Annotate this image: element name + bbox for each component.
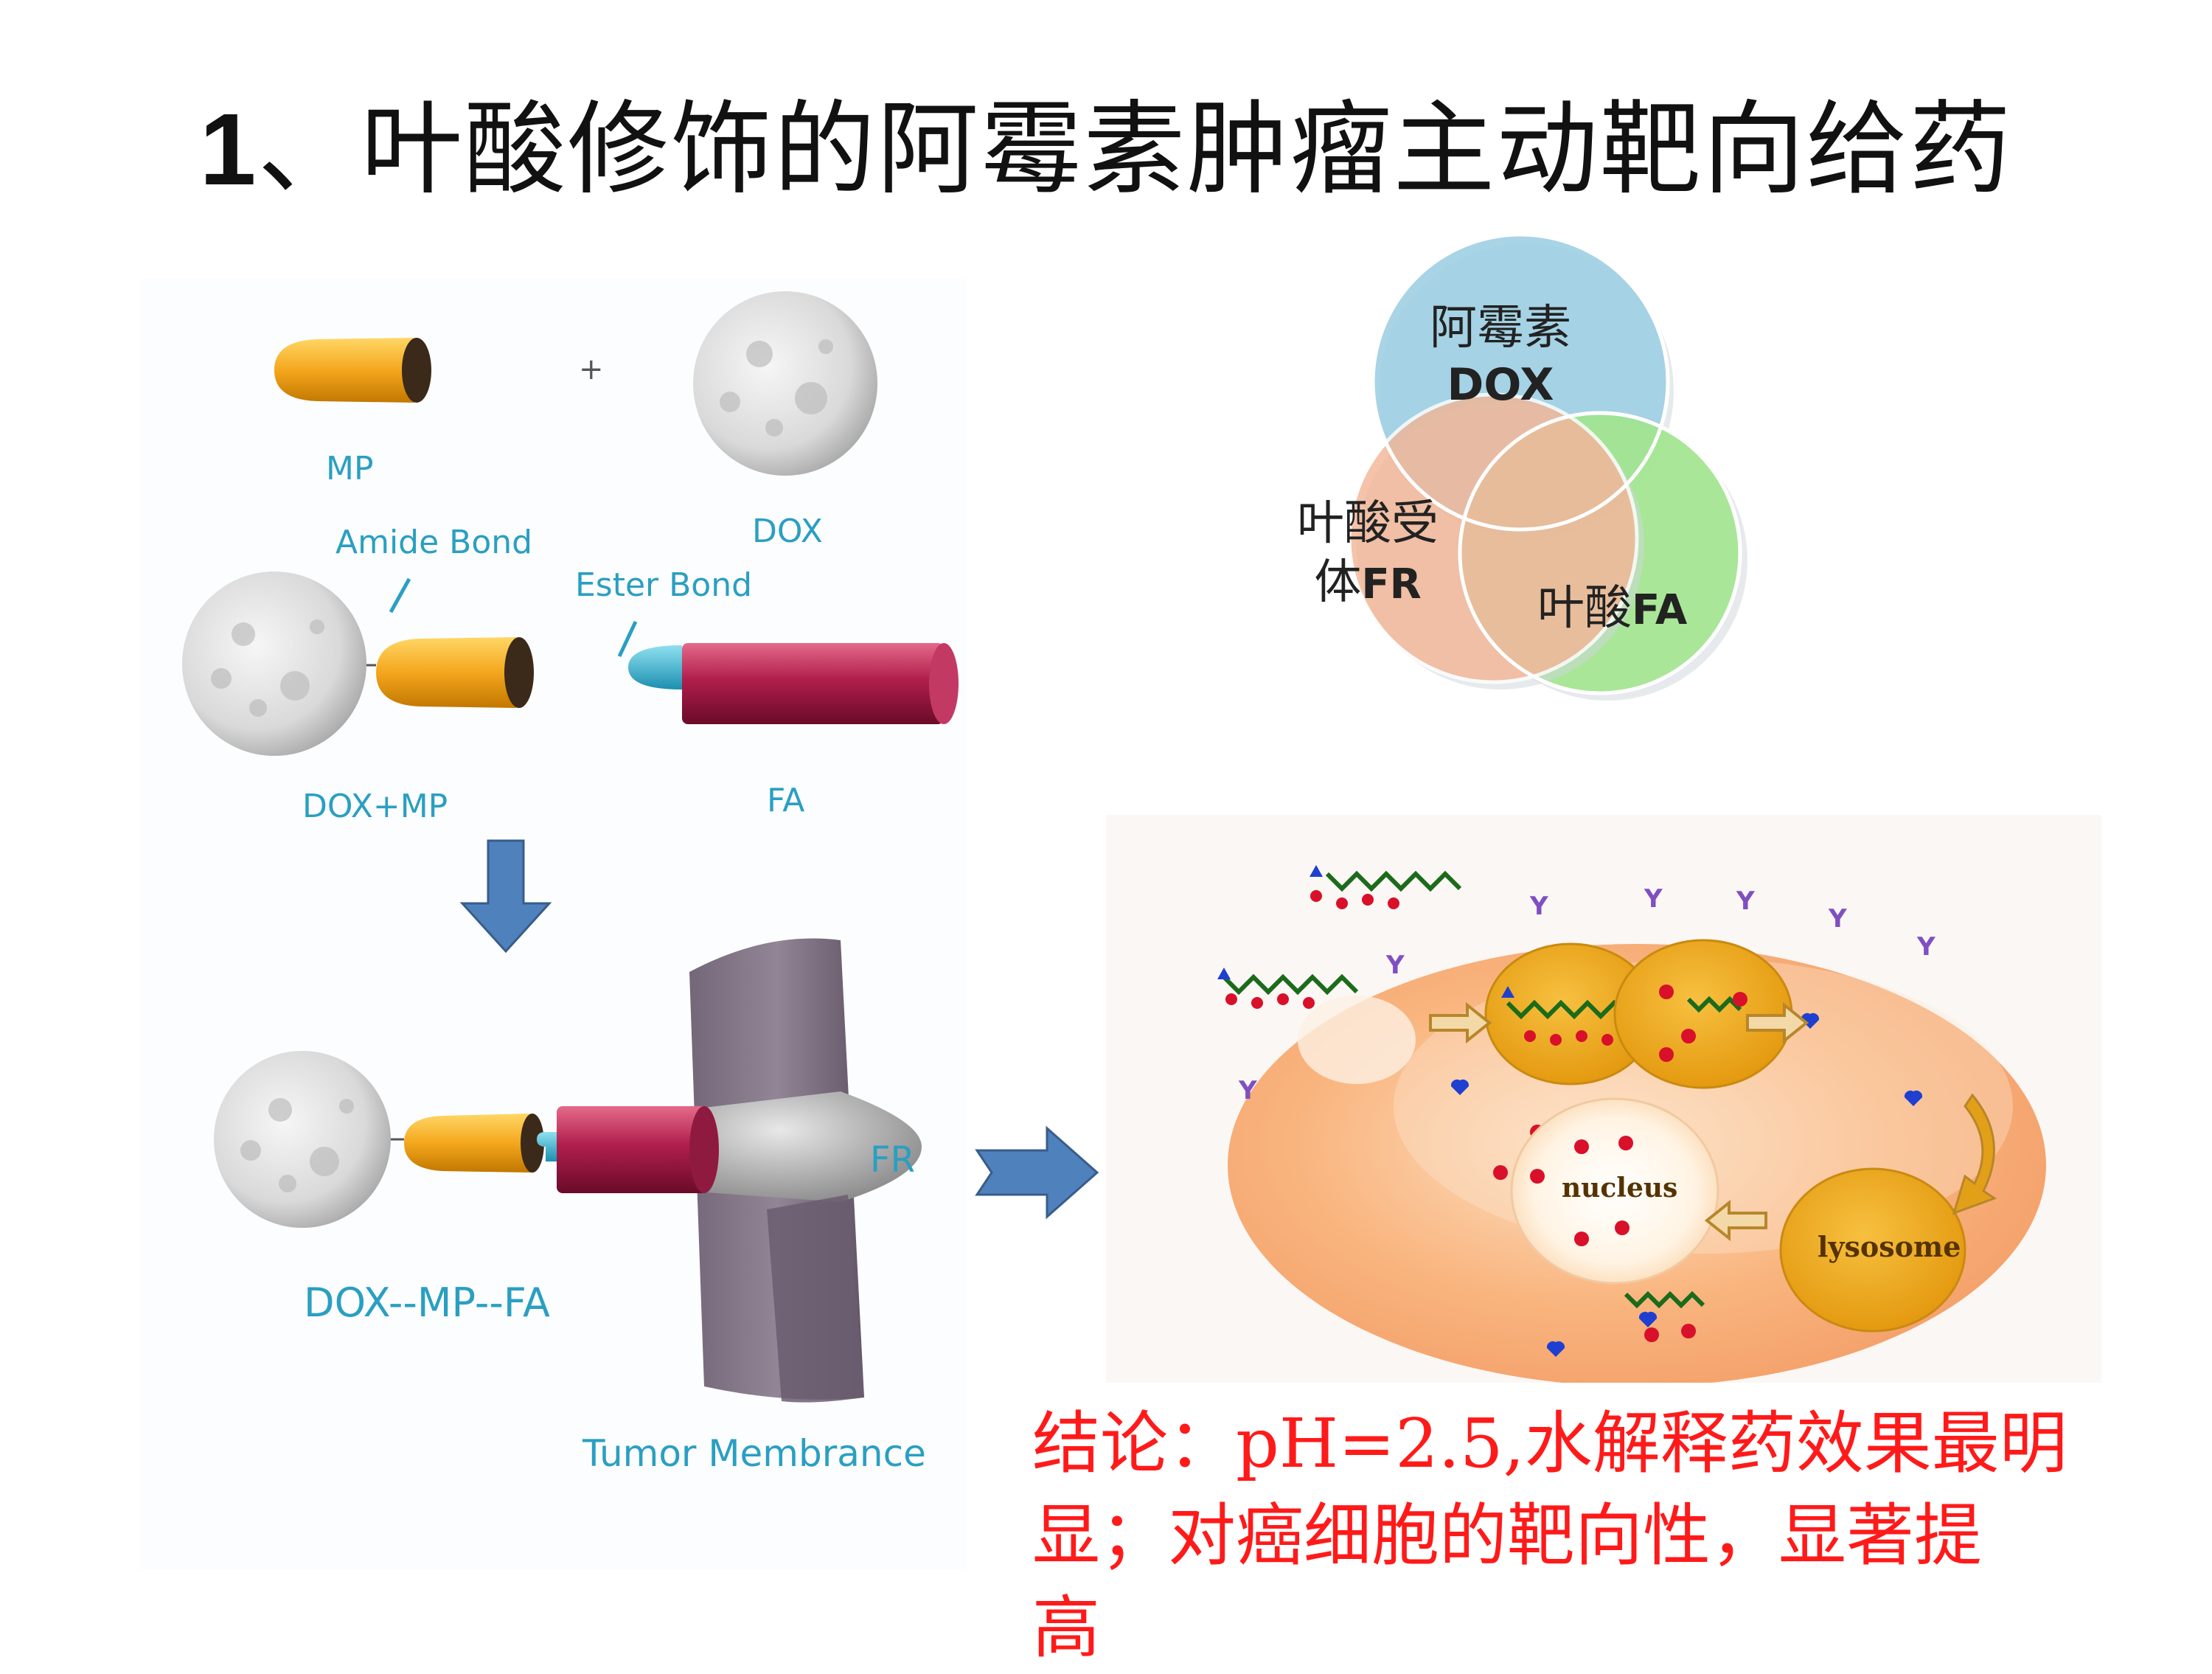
label-dox-mp-fa: DOX--MP--FA (304, 1279, 550, 1326)
dox-moon-middle (182, 572, 366, 756)
venn-dox-line2: DOX (1447, 359, 1554, 411)
svg-text:Y: Y (1916, 932, 1935, 962)
down-arrow (459, 839, 552, 954)
label-fa: FA (767, 782, 805, 819)
nucleus-label: nucleus (1562, 1173, 1678, 1204)
conclusion-line2: 显；对癌细胞的靶向性，显著提 (1032, 1496, 1983, 1576)
venn-diagram (1347, 236, 1747, 701)
venn-dox-line1: 阿霉素 (1430, 301, 1571, 355)
cell-diagram: Y Y Y Y Y Y Y (1106, 815, 2101, 1383)
fr-receptor (686, 1091, 922, 1202)
title-number: 1 (199, 93, 258, 206)
plus-sign: + (579, 352, 604, 386)
dox-moon-bottom (214, 1051, 391, 1228)
label-amide-bond: Amide Bond (335, 524, 533, 561)
title-text: 、叶酸修饰的阿霉素肿瘤主动靶向给药 (257, 90, 2013, 209)
label-ester-bond: Ester Bond (575, 566, 753, 604)
left-diagram-graphics (182, 291, 1099, 1403)
right-arrow (975, 1125, 1099, 1220)
curved-arrow (1952, 1093, 1997, 1215)
label-tumor-membrane: Tumor Membrance (582, 1432, 926, 1475)
venn-fa-a: 叶酸 (1537, 581, 1632, 636)
venn-text-fr: 叶酸受 体FR (1276, 494, 1460, 612)
svg-text:Y: Y (1644, 884, 1663, 914)
venn-fa-b: FA (1632, 586, 1688, 634)
mp-molecule-bound (376, 637, 534, 708)
conclusion-line1: 结论：pH=2.5,水解释药效果最明 (1032, 1404, 2067, 1483)
venn-fr-line2b: FR (1361, 560, 1422, 608)
venn-fr-line1: 叶酸受 (1297, 496, 1439, 551)
conjugate-fa (537, 1106, 719, 1193)
conclusion-text: 结论：pH=2.5,水解释药效果最明 显；对癌细胞的靶向性，显著提 高 (1032, 1397, 2094, 1674)
lysosome-body (1779, 1167, 1966, 1333)
svg-text:Y: Y (1238, 1076, 1257, 1105)
conclusion-line3: 高 (1032, 1588, 1101, 1668)
fa-molecule (628, 643, 959, 724)
venn-text-fa: 叶酸FA (1537, 579, 1729, 638)
mp-molecule (274, 338, 431, 403)
label-dox-mp: DOX+MP (302, 788, 448, 825)
label-dox: DOX (752, 513, 823, 550)
venn-circle-fr (1347, 392, 1639, 684)
svg-text:Y: Y (1529, 892, 1548, 921)
slide-title: 1、叶酸修饰的阿霉素肿瘤主动靶向给药 (0, 66, 2212, 214)
dox-moon-top (693, 291, 877, 476)
venn-text-dox: 阿霉素 DOX (1401, 299, 1600, 413)
venn-fr-line2: 体FR (1276, 553, 1460, 612)
nucleus-body (1510, 1097, 1719, 1285)
conjugate-mp (404, 1114, 544, 1173)
label-fr: FR (870, 1139, 915, 1181)
svg-text:Y: Y (1828, 904, 1847, 934)
venn-fr-line2a: 体 (1314, 555, 1362, 610)
lysosome-label: lysosome (1818, 1230, 1961, 1263)
svg-text:Y: Y (1736, 886, 1755, 916)
label-mp: MP (326, 450, 374, 487)
svg-text:Y: Y (1385, 951, 1405, 980)
